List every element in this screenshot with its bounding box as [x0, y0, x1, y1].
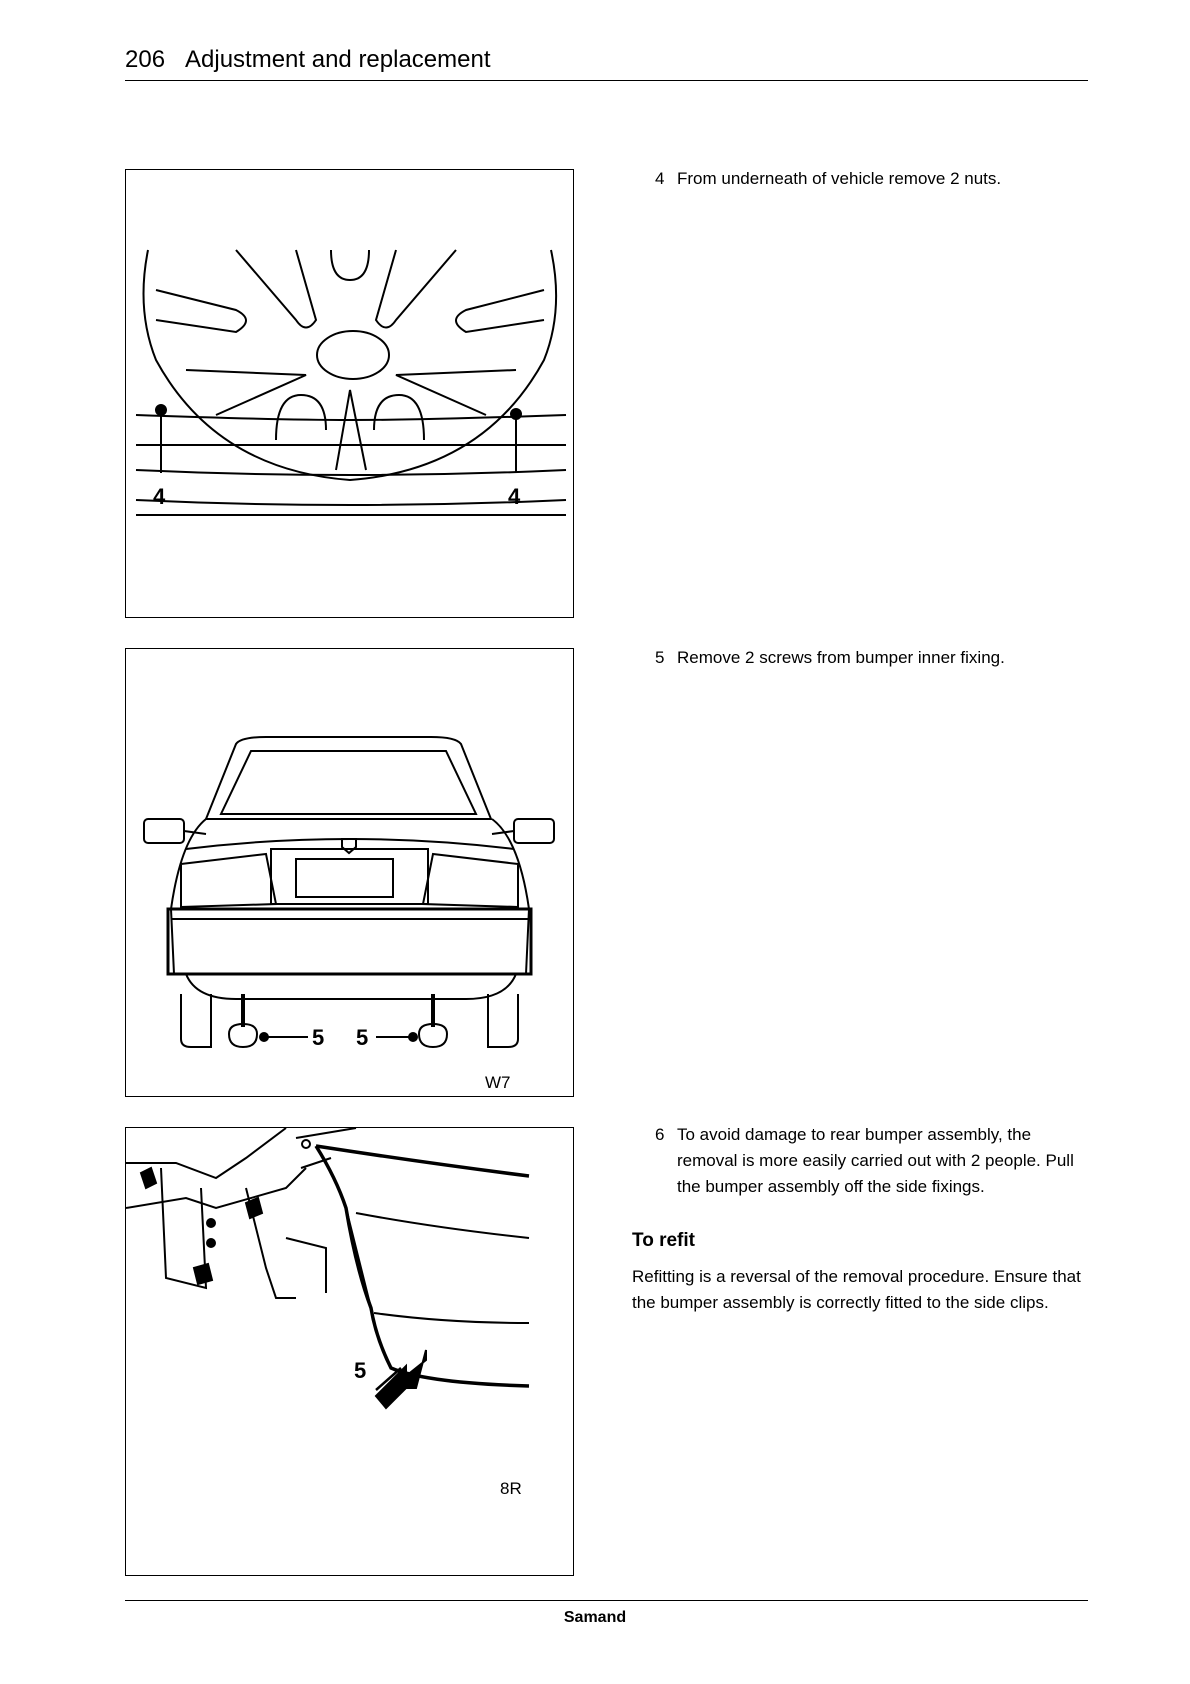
spare-wheel-illustration: 4 4 [135, 249, 567, 516]
callout-5-right: 5 [356, 1025, 368, 1050]
step-text: To avoid damage to rear bumper assembly,… [677, 1125, 1074, 1196]
step-number: 6 [655, 1125, 665, 1144]
callout-4-right: 4 [508, 484, 521, 509]
refit-body: Refitting is a reversal of the removal p… [632, 1267, 1081, 1312]
page-header: 206 Adjustment and replacement [125, 42, 1088, 81]
car-rear-illustration: 5 5 [143, 736, 555, 1050]
page-title: Adjustment and replacement [185, 46, 491, 73]
figure-rear-view-screws: 5 5 W7 [125, 648, 574, 1097]
step-number: 5 [655, 648, 665, 667]
footer-brand: Samand [563, 1609, 627, 1626]
callout-4-left: 4 [153, 484, 166, 509]
figure-code: W7 [485, 1073, 511, 1092]
figure-spare-wheel-nuts: 4 4 [125, 169, 574, 618]
callout-5-left: 5 [312, 1025, 324, 1050]
bumper-side-illustration: 5 [126, 1128, 530, 1410]
step-text: From underneath of vehicle remove 2 nuts… [677, 169, 1002, 188]
step-5: 5 Remove 2 screws from bumper inner fixi… [655, 645, 1095, 671]
figure-code: 8R [500, 1479, 522, 1498]
step-6: 6 To avoid damage to rear bumper assembl… [655, 1122, 1095, 1200]
step-text: Remove 2 screws from bumper inner fixing… [677, 648, 1005, 667]
refit-heading: To refit [632, 1230, 695, 1251]
figure-bumper-removal: 5 8R [125, 1127, 574, 1576]
page-number: 206 [125, 46, 166, 73]
footer-rule [125, 1600, 1088, 1601]
callout-5-arrow: 5 [354, 1358, 366, 1383]
step-number: 4 [655, 169, 665, 188]
step-4: 4 From underneath of vehicle remove 2 nu… [655, 166, 1095, 192]
